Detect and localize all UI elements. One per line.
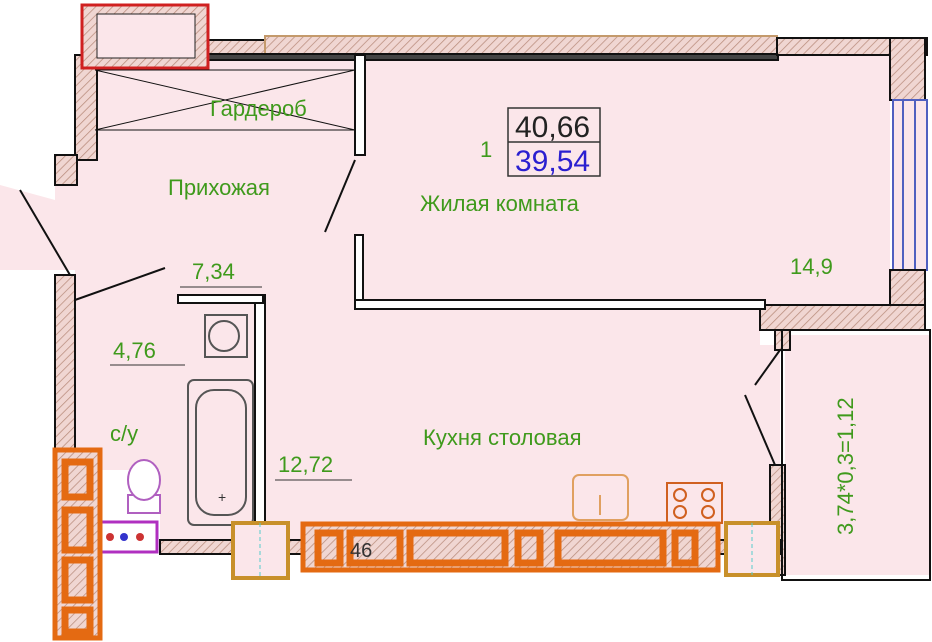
svg-text:+: + [218, 489, 226, 505]
bathtub: + [187, 379, 254, 526]
boiler-icon [90, 520, 159, 554]
room-label-bathroom: с/у [110, 421, 138, 446]
area-bathroom: 4,76 [113, 338, 156, 363]
area-loggia: 3,74*0,3=1,12 [833, 397, 858, 535]
area-kitchen: 12,72 [278, 452, 333, 477]
area-living-room: 14,9 [790, 254, 833, 279]
room-count: 1 [480, 137, 492, 162]
shaft-opening [96, 13, 196, 59]
dimension-label: 46 [350, 540, 372, 562]
toilet-icon [127, 459, 161, 514]
living-area: 39,54 [515, 145, 590, 178]
area-summary: 1 40,66 39,54 [480, 107, 601, 178]
kitchen-sink-icon [572, 474, 629, 521]
room-label-wardrobe: Гардероб [210, 96, 307, 121]
window-frames [52, 447, 780, 641]
total-area: 40,66 [515, 111, 590, 144]
room-label-hallway: Прихожая [168, 175, 270, 200]
loggia-floor [785, 335, 930, 575]
room-label-living-room: Жилая комната [420, 191, 580, 216]
sink-icon [204, 314, 248, 358]
area-hallway: 7,34 [192, 259, 235, 284]
room-label-kitchen: Кухня столовая [423, 425, 581, 450]
